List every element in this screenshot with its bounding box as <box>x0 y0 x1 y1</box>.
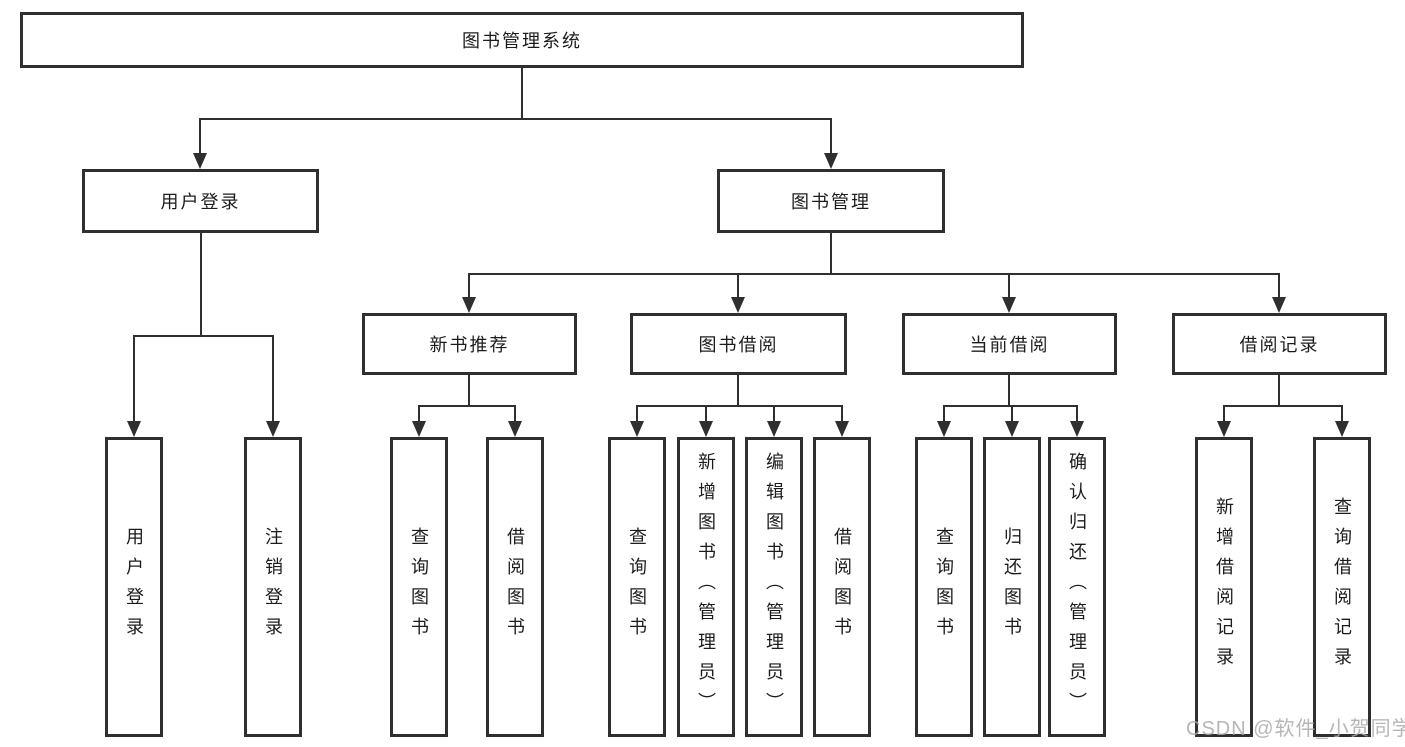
connector-g2-drop <box>468 375 470 405</box>
arrow-down-icon <box>1002 297 1016 313</box>
connector-g2-stem-1 <box>418 405 420 422</box>
arrow-down-icon <box>731 297 745 313</box>
node-current-borrow-label: 当前借阅 <box>969 335 1050 355</box>
node-borrow-records: 借阅记录 <box>1172 313 1387 375</box>
arrow-down-icon <box>462 297 476 313</box>
connector-mgmt-hline <box>468 273 1280 275</box>
leaf-return-books: 归还图书 <box>983 437 1041 737</box>
csdn-watermark: CSDN @软件_小贺同学 <box>1186 718 1405 740</box>
connector-stem-leaf-login <box>133 335 135 422</box>
arrow-down-icon <box>937 421 951 437</box>
arrow-down-icon <box>824 153 838 169</box>
arrow-down-icon <box>193 153 207 169</box>
arrow-down-icon <box>1005 421 1019 437</box>
arrow-down-icon <box>767 421 781 437</box>
leaf-query-books-borrow-label: 查询图书 <box>627 527 647 647</box>
connector-g2-stem-2 <box>514 405 516 422</box>
connector-g5-stem-1 <box>1223 405 1225 422</box>
connector-stem-book-management <box>830 118 832 154</box>
connector-g4-stem-1 <box>943 405 945 422</box>
connector-g3-stem-3 <box>773 405 775 422</box>
node-book-borrow: 图书借阅 <box>630 313 847 375</box>
leaf-add-books-admin-label: 新增图书（管理员） <box>696 452 716 722</box>
leaf-confirm-return-admin-label: 确认归还（管理员） <box>1067 452 1087 722</box>
leaf-edit-books-admin-label: 编辑图书（管理员） <box>764 452 784 722</box>
connector-g5-drop <box>1278 375 1280 405</box>
connector-g4-drop <box>1008 375 1010 405</box>
arrow-down-icon <box>1217 421 1231 437</box>
arrow-down-icon <box>508 421 522 437</box>
arrow-down-icon <box>1272 297 1286 313</box>
node-library-system: 图书管理系统 <box>20 12 1024 68</box>
leaf-add-borrow-record-label: 新增借阅记录 <box>1214 497 1234 677</box>
connector-stem-borrow-records <box>1278 273 1280 298</box>
node-book-management-label: 图书管理 <box>791 192 871 212</box>
leaf-query-borrow-record: 查询借阅记录 <box>1313 437 1371 737</box>
leaf-edit-books-admin: 编辑图书（管理员） <box>745 437 803 737</box>
leaf-query-books-current-label: 查询图书 <box>934 527 954 647</box>
connector-login-drop <box>200 233 202 335</box>
leaf-borrow-books: 借阅图书 <box>813 437 871 737</box>
connector-g4-stem-3 <box>1076 405 1078 422</box>
connector-root-drop <box>521 67 523 118</box>
node-library-system-label: 图书管理系统 <box>462 31 582 51</box>
leaf-user-login-label: 用户登录 <box>124 527 144 647</box>
connector-g3-hline <box>636 405 843 407</box>
leaf-logout: 注销登录 <box>244 437 302 737</box>
leaf-confirm-return-admin: 确认归还（管理员） <box>1048 437 1106 737</box>
node-book-management: 图书管理 <box>717 169 945 233</box>
node-book-borrow-label: 图书借阅 <box>698 335 779 355</box>
arrow-down-icon <box>630 421 644 437</box>
connector-stem-user-login <box>199 118 201 154</box>
connector-g3-stem-2 <box>705 405 707 422</box>
node-current-borrow: 当前借阅 <box>902 313 1117 375</box>
leaf-borrow-books-recommend-label: 借阅图书 <box>505 527 525 647</box>
arrow-down-icon <box>412 421 426 437</box>
node-borrow-records-label: 借阅记录 <box>1239 335 1320 355</box>
connector-stem-new-books <box>468 273 470 298</box>
leaf-borrow-books-label: 借阅图书 <box>832 527 852 647</box>
node-user-login-label: 用户登录 <box>160 192 241 212</box>
connector-stem-leaf-logout <box>272 335 274 422</box>
connector-stem-book-borrow <box>737 273 739 298</box>
connector-login-hline <box>133 335 274 337</box>
connector-stem-current-borrow <box>1008 273 1010 298</box>
connector-g5-stem-2 <box>1341 405 1343 422</box>
connector-g3-stem-4 <box>841 405 843 422</box>
leaf-add-borrow-record: 新增借阅记录 <box>1195 437 1253 737</box>
connector-g3-drop <box>737 375 739 405</box>
leaf-query-books-current: 查询图书 <box>915 437 973 737</box>
leaf-query-borrow-record-label: 查询借阅记录 <box>1332 497 1352 677</box>
connector-g3-stem-1 <box>636 405 638 422</box>
node-user-login: 用户登录 <box>82 169 319 233</box>
leaf-return-books-label: 归还图书 <box>1002 527 1022 647</box>
leaf-add-books-admin: 新增图书（管理员） <box>677 437 735 737</box>
arrow-down-icon <box>835 421 849 437</box>
leaf-query-books-recommend-label: 查询图书 <box>409 527 429 647</box>
arrow-down-icon <box>699 421 713 437</box>
leaf-borrow-books-recommend: 借阅图书 <box>486 437 544 737</box>
arrow-down-icon <box>1070 421 1084 437</box>
arrow-down-icon <box>1335 421 1349 437</box>
leaf-user-login: 用户登录 <box>105 437 163 737</box>
leaf-query-books-recommend: 查询图书 <box>390 437 448 737</box>
connector-g5-hline <box>1223 405 1343 407</box>
connector-mgmt-drop <box>830 233 832 273</box>
connector-root-hline <box>199 118 832 120</box>
connector-g4-stem-2 <box>1011 405 1013 422</box>
arrow-down-icon <box>266 421 280 437</box>
connector-g2-hline <box>418 405 516 407</box>
leaf-logout-label: 注销登录 <box>263 527 283 647</box>
node-new-book-recommend: 新书推荐 <box>362 313 577 375</box>
arrow-down-icon <box>127 421 141 437</box>
leaf-query-books-borrow: 查询图书 <box>608 437 666 737</box>
connector-g4-hline <box>943 405 1078 407</box>
node-new-book-recommend-label: 新书推荐 <box>429 335 510 355</box>
